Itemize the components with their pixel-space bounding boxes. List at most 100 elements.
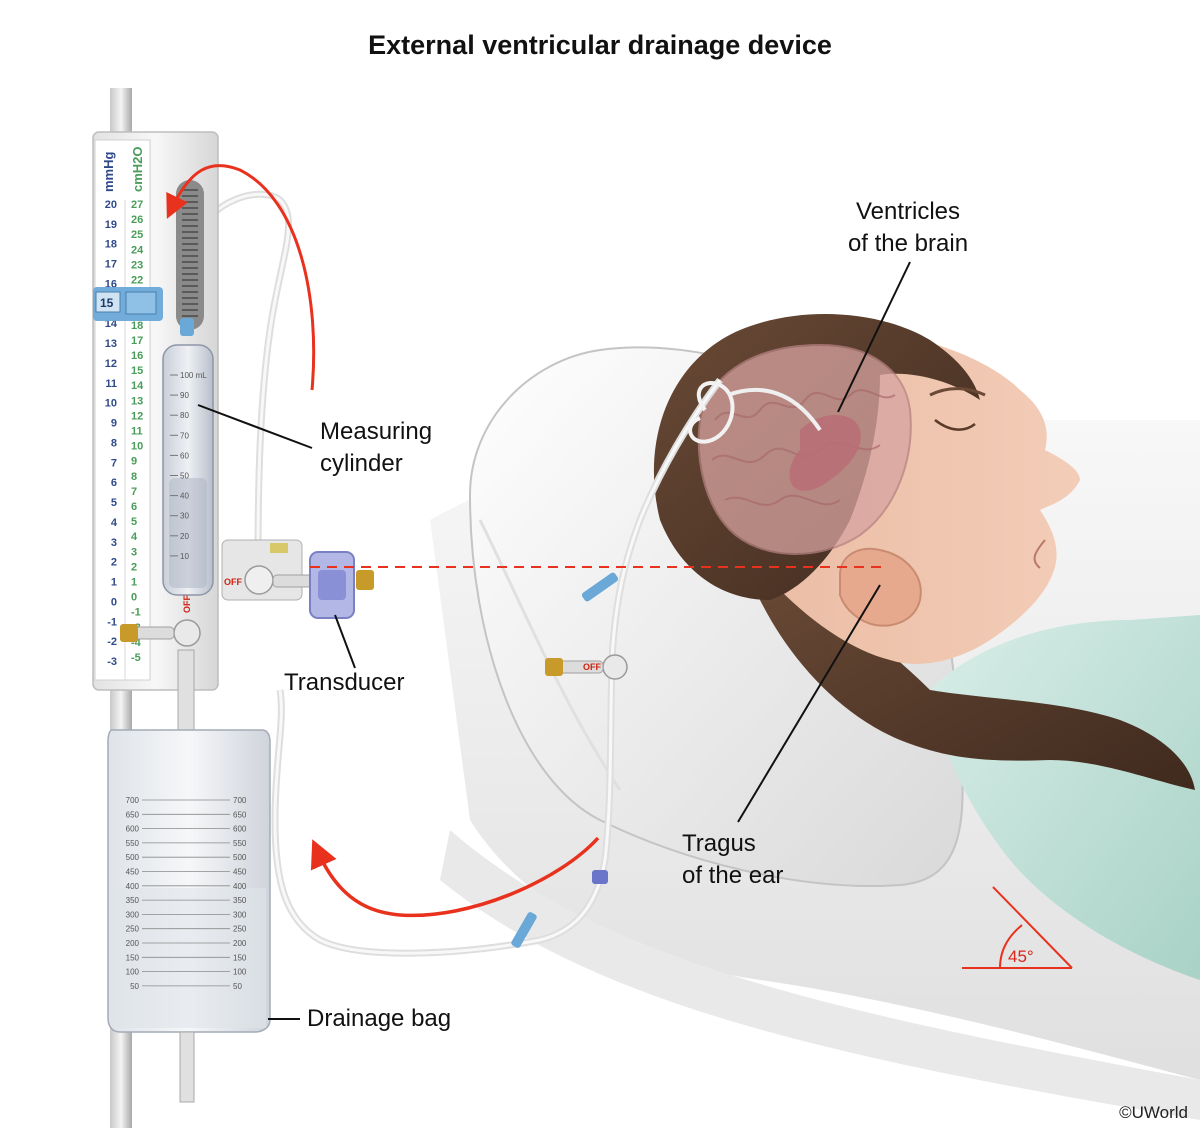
cmh2o-tick-label: 16 [131,350,143,362]
cylinder-tick-label: 40 [180,492,189,501]
mmhg-tick-label: 13 [105,338,117,350]
catheter-loop [688,381,735,444]
ventricles-label-line2: of the brain [847,230,969,257]
cmh2o-tick-label: 23 [131,259,143,271]
bag-tick-label-left: 200 [126,939,140,948]
mmhg-tick-label: 9 [111,418,117,430]
ventricles-leader [837,261,911,413]
cmh2o-tick-label: 8 [131,471,137,483]
flow-arrow-lower [310,836,600,918]
cylinder-tick-label: 50 [180,472,189,481]
mmhg-tick-label: -1 [107,616,117,628]
mmhg-tick-label: 2 [111,557,117,569]
bag-tick-label-right: 400 [233,882,247,891]
bag-tick-label-left: 150 [126,953,140,962]
mmhg-unit-label: mmHg [101,151,116,192]
cylinder-tick-label: 70 [180,431,189,440]
cmh2o-tick-label: 18 [131,320,143,332]
transducer-stopcock[interactable] [244,565,274,595]
cmh2o-tick-label: 22 [131,275,143,287]
bag-tick-label-left: 650 [126,810,140,819]
patient-stopcock[interactable] [602,654,628,680]
cylinder-top-connector [180,318,194,336]
cylinder-tick-label: 30 [180,512,189,521]
mmhg-tick-label: 10 [105,398,117,410]
bag-tick-label-right: 450 [233,868,247,877]
cmh2o-tick-label: 25 [131,229,143,241]
mmhg-tick-label: 11 [105,378,117,390]
angle-label: 45° [1008,947,1034,966]
cmh2o-tick-label: 2 [131,561,137,573]
cmh2o-tick-label: 11 [131,426,143,438]
transducer-stopcock-off-label: OFF [224,577,242,587]
cylinder-tick-label: 80 [180,411,189,420]
blue-clamp-lower[interactable] [510,911,538,949]
blue-clamp-upper[interactable] [581,571,620,602]
measuring-cylinder-label: Measuring cylinder [320,416,432,480]
cmh2o-tick-label: 10 [131,441,143,453]
drainage-bag-label: Drainage bag [307,1005,452,1032]
bag-tick-label-right: 50 [233,982,242,991]
cylinder-tick-label: 60 [180,451,189,460]
bag-tick-label-right: 100 [233,968,247,977]
hair-ponytail [760,560,1195,790]
cylinder-tick-label: 20 [180,532,189,541]
diagram-title: External ventricular drainage device [368,30,832,60]
tragus-leader [737,584,881,823]
cmh2o-tick-label: -5 [131,652,141,664]
cmh2o-tick-label: -4 [131,637,142,649]
bed-sheet-lower [440,830,1200,1120]
bag-tick-label-right: 300 [233,910,247,919]
bag-drain-outlet [179,1031,195,1103]
cylinder-tick-label: 90 [180,391,189,400]
closed-eye [934,419,976,431]
measuring-cylinder-label-line1: Measuring [320,418,433,445]
mmhg-tick-label: 5 [111,497,117,509]
cylinder-stopcock-cap [120,624,138,642]
panel-slot [182,189,198,317]
ventricles-label-line1: Ventricles [855,198,961,225]
cylinder-stopcock[interactable] [173,619,201,647]
mmhg-tick-label: 17 [105,259,117,271]
bag-tick-label-right: 350 [233,896,247,905]
cmh2o-tick-label: 3 [131,546,137,558]
bag-tick-label-right: 200 [233,939,247,948]
cmh2o-tick-label: -1 [131,607,141,619]
cmh2o-tick-label: 4 [131,531,138,543]
slider-value: 15 [100,296,114,310]
copyright-notice: ©UWorld [1119,1103,1188,1122]
cmh2o-tick-label: 12 [131,410,143,422]
bag-tick-label-left: 450 [126,868,140,877]
tragus-label-line2: of the ear [682,862,784,889]
bag-tick-label-left: 300 [126,910,140,919]
cmh2o-unit-label: cmH2O [130,146,145,192]
cmh2o-tick-label: 9 [131,456,137,468]
mmhg-tick-label: 8 [111,437,117,449]
mmhg-tick-label: 18 [105,239,117,251]
cylinder-stopcock-off-label: OFF [182,595,192,613]
tragus-label-line1: Tragus [682,830,756,857]
cylinder-tick-label: 10 [180,552,189,561]
mmhg-tick-label: 1 [111,577,117,589]
bag-tick-label-left: 500 [126,853,140,862]
patient-stopcock-cap [545,658,563,676]
measuring-cylinder-label-line2: cylinder [320,450,403,477]
mmhg-tick-label: -2 [107,636,117,648]
brain-ventricles [789,415,861,491]
mmhg-tick-label: 3 [111,537,117,549]
mmhg-tick-label: -3 [107,656,117,668]
mmhg-tick-label: 4 [111,517,118,529]
patient-stopcock-off-label: OFF [583,662,601,672]
bag-upper-connector [177,649,195,731]
pressure-scale [94,139,151,681]
mmhg-tick-label: 12 [105,358,117,370]
cmh2o-tick-label: 5 [131,516,137,528]
cmh2o-tick-label: 7 [131,486,137,498]
mmhg-tick-label: 14 [105,318,118,330]
tragus-label: Tragus of the ear [682,828,783,892]
cmh2o-tick-label: 14 [131,380,144,392]
ventricles-label: Ventricles of the brain [838,196,978,260]
